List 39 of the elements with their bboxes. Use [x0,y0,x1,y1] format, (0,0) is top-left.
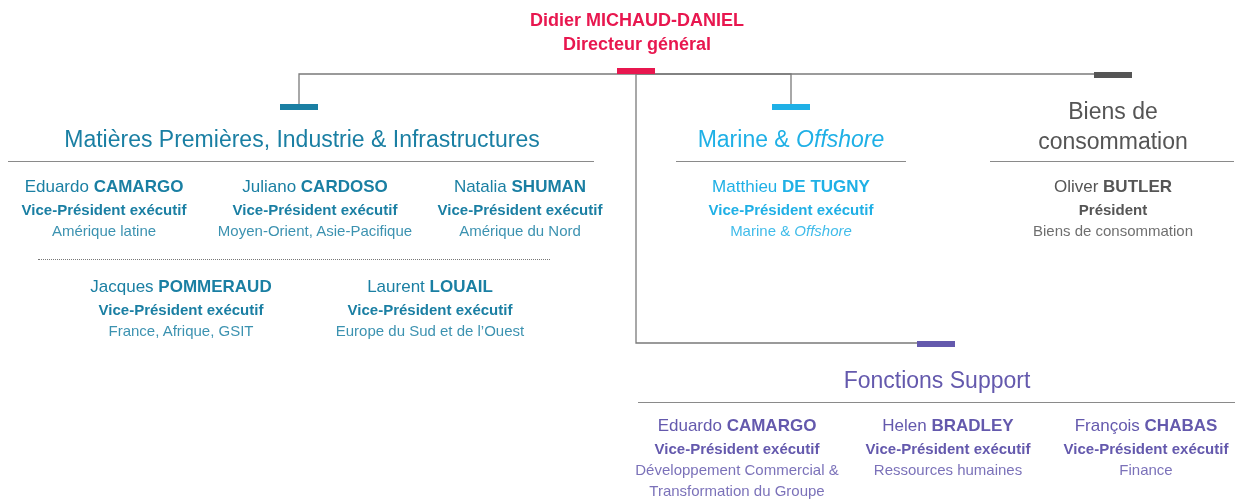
connector-line [635,73,1095,75]
unit-heading: Fonctions Support [842,366,1032,395]
job-area: Amérique du Nord [426,220,614,241]
job-area: Biens de consommation [998,220,1228,241]
job-title: Vice-Président exécutif [346,300,514,320]
job-title: Vice-Président exécutif [97,300,265,320]
job-title: Vice-Président exécutif [231,200,399,220]
unit-heading: Matières Premières, Industrie & Infrastructures [63,125,541,154]
unit-heading: Marine & Offshore [696,125,886,154]
job-title: Vice-Président exécutif [20,200,188,220]
person-name: Didier MICHAUD-DANIEL [529,9,745,32]
job-title: Vice-Président exécutif [864,439,1032,459]
job-area: Ressources humaines [848,459,1048,480]
job-area: France, Afrique, GSIT [68,320,294,341]
person-name: Laurent LOUAIL [366,276,494,297]
job-area: Amérique latine [10,220,198,241]
job-title: Vice-Président exécutif [653,439,821,459]
connector-line [635,73,918,344]
job-area: Finance [1050,459,1242,480]
job-title: Vice-Président exécutif [1062,439,1230,459]
person-name: Helen BRADLEY [881,415,1015,436]
person-name: Oliver BUTLER [1052,176,1174,197]
job-area: Europe du Sud et de l’Ouest [308,320,552,341]
person-name: Eduardo CAMARGO [23,176,185,197]
job-area: Développement Commercial & Transformation du Groupe [630,459,844,499]
unit-heading: Biens de consommation [1037,97,1189,156]
job-title: Vice-Président exécutif [707,200,875,220]
job-title: Directeur général [561,33,713,56]
person-name: Natalia SHUMAN [452,176,588,197]
person-name: François CHABAS [1073,415,1219,436]
person-name: Matthieu DE TUGNY [711,176,871,197]
person-name: Jacques POMMERAUD [89,276,273,297]
job-title: Vice-Président exécutif [436,200,604,220]
job-area: Moyen-Orient, Asie-Pacifique [202,220,428,241]
person-name: Eduardo CAMARGO [656,415,818,436]
person-name: Juliano CARDOSO [241,176,389,197]
connector-line [298,73,637,105]
job-title: Président [1077,200,1149,220]
job-area: Marine & Offshore [676,220,906,241]
